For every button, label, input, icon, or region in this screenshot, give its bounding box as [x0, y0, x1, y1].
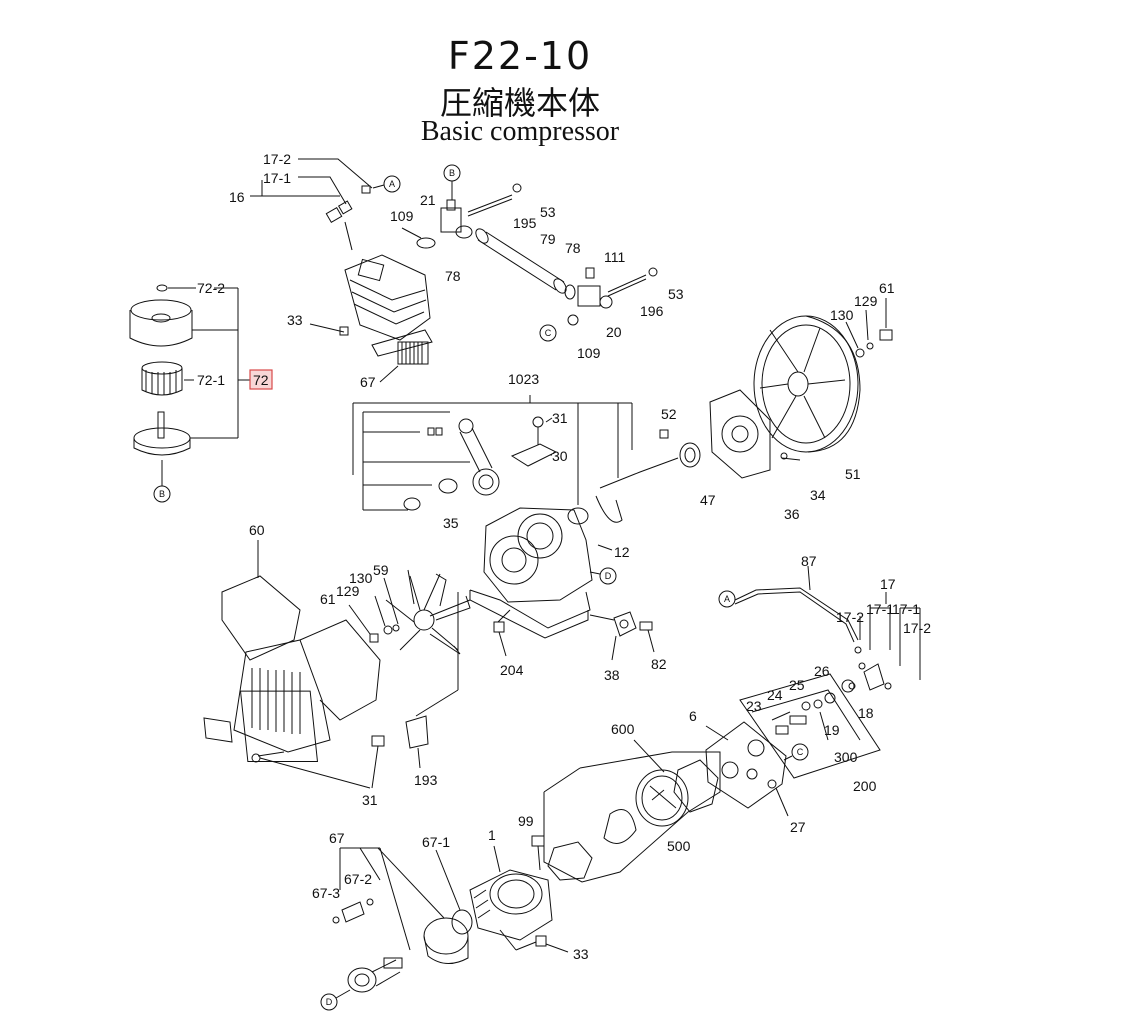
- air-filter-group: [129, 284, 250, 503]
- callout-51: 51: [845, 466, 861, 482]
- callout-99: 99: [518, 813, 534, 829]
- callout-34: 34: [810, 487, 826, 503]
- callout-204: 204: [500, 662, 524, 678]
- callout-195: 195: [513, 215, 537, 231]
- callout-24: 24: [767, 687, 783, 703]
- callout-36: 36: [784, 506, 800, 522]
- callout-67-3: 67-3: [312, 885, 340, 901]
- callout-6: 6: [689, 708, 697, 724]
- callout-109-top: 109: [390, 208, 414, 224]
- callout-87: 87: [801, 553, 817, 569]
- callout-130-right: 130: [830, 307, 854, 323]
- callout-78-right: 78: [565, 240, 581, 256]
- ref-marker-letters: A B C B D A C D: [159, 168, 804, 1007]
- callout-67-bottom: 67: [329, 830, 345, 846]
- ref-letter-a-top: A: [389, 179, 395, 189]
- callout-17-2-top: 17-2: [263, 151, 291, 167]
- callout-79: 79: [540, 231, 556, 247]
- callout-53-top: 53: [540, 204, 556, 220]
- callout-67-2: 67-2: [344, 871, 372, 887]
- callout-67-top: 67: [360, 374, 376, 390]
- ref-letter-a-right: A: [724, 594, 730, 604]
- callout-196: 196: [640, 303, 664, 319]
- callout-72-1: 72-1: [197, 372, 225, 388]
- callout-27: 27: [790, 819, 806, 835]
- ref-marker-a-top: [383, 175, 401, 193]
- ref-letter-b-left: B: [159, 489, 165, 499]
- callout-30: 30: [552, 448, 568, 464]
- callout-17-2-left: 17-2: [836, 609, 864, 625]
- callout-20: 20: [606, 324, 622, 340]
- callout-500: 500: [667, 838, 691, 854]
- callout-111: 111: [604, 249, 625, 265]
- callout-38: 38: [604, 667, 620, 683]
- callout-193: 193: [414, 772, 438, 788]
- pulley-group: [709, 298, 893, 479]
- cylinder-piston-group: [320, 835, 569, 1011]
- fan-shroud-group: [203, 540, 655, 789]
- callout-600: 600: [611, 721, 635, 737]
- callout-60: 60: [249, 522, 265, 538]
- diagram-code-title: F22-10: [447, 34, 593, 78]
- callout-17-1-top: 17-1: [263, 170, 291, 186]
- callout-61-right: 61: [879, 280, 895, 296]
- callout-72-2: 72-2: [197, 280, 225, 296]
- callout-26: 26: [814, 663, 830, 679]
- callout-200: 200: [853, 778, 877, 794]
- ref-marker-d-bottom: [320, 993, 338, 1011]
- callout-59: 59: [373, 562, 389, 578]
- callout-17-1-mid: 17-1: [866, 601, 894, 617]
- callout-33-bottom: 33: [573, 946, 589, 962]
- callout-12: 12: [614, 544, 630, 560]
- callout-17-2-right: 17-2: [903, 620, 931, 636]
- callout-129-right: 129: [854, 293, 878, 309]
- callout-23: 23: [746, 698, 762, 714]
- callout-109-bottom: 109: [577, 345, 601, 361]
- ref-marker-d-mid: [599, 567, 617, 585]
- ref-marker-c-top: [539, 324, 557, 342]
- callout-17: 17: [880, 576, 896, 592]
- callout-78-left: 78: [445, 268, 461, 284]
- ref-letter-c-top: C: [545, 328, 552, 338]
- callout-21: 21: [420, 192, 436, 208]
- ref-marker-c-right: [791, 743, 809, 761]
- callout-130-left: 130: [349, 570, 373, 586]
- callout-1023: 1023: [508, 371, 539, 387]
- callout-16: 16: [229, 189, 245, 205]
- callout-25: 25: [789, 677, 805, 693]
- ref-marker-a-right: [718, 590, 736, 608]
- callout-72-selected[interactable]: 72: [253, 372, 269, 388]
- diagram-japanese-title: 圧縮機本体: [439, 84, 600, 122]
- callout-129-left: 129: [336, 583, 360, 599]
- callout-18: 18: [858, 705, 874, 721]
- callout-300: 300: [834, 749, 858, 765]
- callout-35: 35: [443, 515, 459, 531]
- callout-31-top: 31: [552, 410, 568, 426]
- callout-47: 47: [700, 492, 716, 508]
- diagram-english-title: Basic compressor: [420, 116, 620, 147]
- ref-letter-d-mid: D: [605, 571, 612, 581]
- callout-33-top: 33: [287, 312, 303, 328]
- callout-52: 52: [661, 406, 677, 422]
- callout-31-bottom: 31: [362, 792, 378, 808]
- callout-67-1: 67-1: [422, 834, 450, 850]
- callout-53-right: 53: [668, 286, 684, 302]
- ref-letter-d-bottom: D: [326, 997, 333, 1007]
- callout-19: 19: [824, 722, 840, 738]
- crankcase-group: [352, 395, 701, 639]
- cylinder-head-group: [250, 158, 658, 383]
- ref-letter-c-right: C: [797, 747, 804, 757]
- callout-labels: 17-2 17-1 16 109 21 195 53 79 78 78 111 …: [197, 151, 931, 962]
- callout-17-1-right: 17-1: [892, 601, 920, 617]
- callout-82: 82: [651, 656, 667, 672]
- callout-61-left: 61: [320, 591, 336, 607]
- selected-part-highlight[interactable]: [249, 369, 273, 390]
- ref-letter-b-top: B: [449, 168, 455, 178]
- callout-1: 1: [488, 827, 496, 843]
- unloader-group: [543, 565, 921, 883]
